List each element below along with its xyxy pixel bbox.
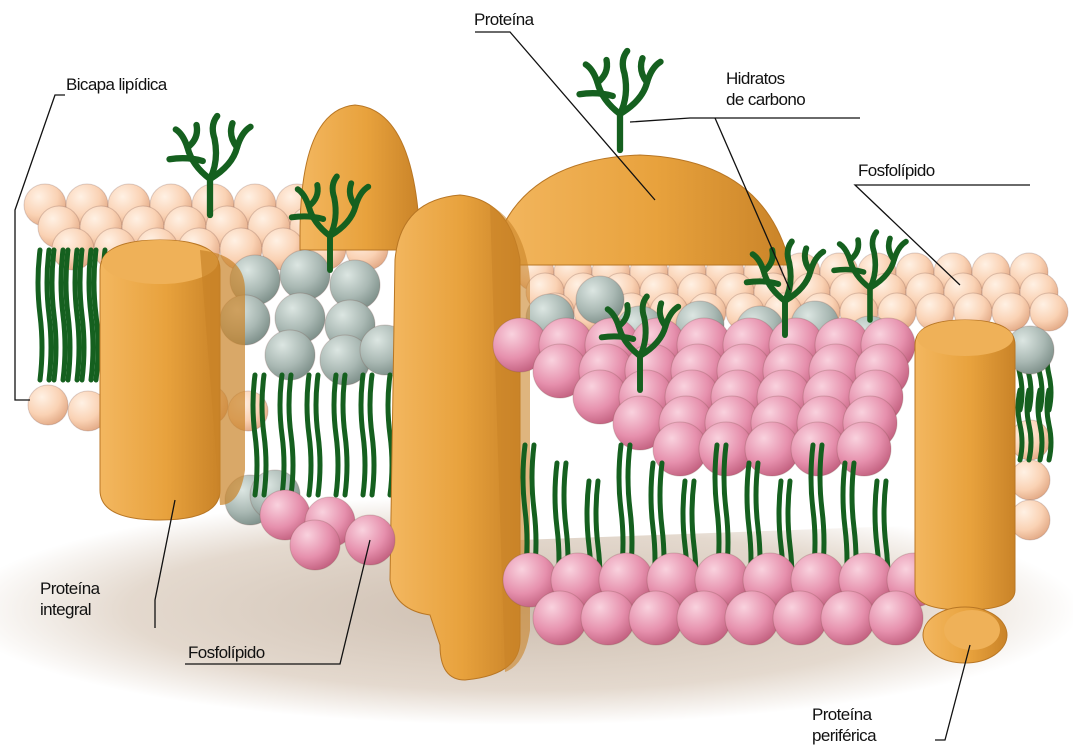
label-proteina-top: Proteína bbox=[474, 9, 533, 30]
phospholipid-head-pink bbox=[677, 591, 731, 645]
label-proteina-periferica-line2: periférica bbox=[812, 725, 876, 746]
phospholipid-head-peach bbox=[1010, 460, 1050, 500]
carbohydrate-strand bbox=[747, 281, 778, 284]
carbohydrate-strand bbox=[834, 270, 864, 273]
carbohydrate-strand bbox=[641, 58, 647, 82]
protein-peripheral bbox=[923, 607, 1007, 663]
label-fosfolipido-right: Fosfolípido bbox=[858, 160, 935, 181]
carbohydrate-strand bbox=[620, 51, 627, 114]
carbohydrate-strand bbox=[188, 125, 198, 148]
phospholipid-head-pink bbox=[869, 591, 923, 645]
protein-integral-left bbox=[100, 240, 245, 520]
label-hidratos-line1: Hidratos bbox=[726, 68, 805, 89]
label-proteina-integral-line2: integral bbox=[40, 599, 99, 620]
phospholipid-head-pink bbox=[725, 591, 779, 645]
phospholipid-head-peach bbox=[1030, 293, 1068, 331]
phospholipid-head-pink bbox=[581, 591, 635, 645]
phospholipid-head-peach bbox=[28, 385, 68, 425]
phospholipid-head-pink bbox=[629, 591, 683, 645]
label-proteina-periferica: Proteína periférica bbox=[812, 704, 876, 746]
phospholipid-head-pink bbox=[533, 591, 587, 645]
carbohydrate-strand bbox=[598, 60, 608, 83]
carbohydrate-strand bbox=[850, 240, 858, 260]
label-bicapa-lipidica: Bicapa lipídica bbox=[66, 74, 167, 95]
carbohydrate-strand bbox=[231, 123, 237, 147]
phospholipid-head-pink bbox=[821, 591, 875, 645]
carbohydrate-strand bbox=[292, 216, 323, 219]
label-proteina-integral: Proteína integral bbox=[40, 578, 99, 620]
protein-integral-right bbox=[915, 320, 1015, 610]
carbohydrate-strand bbox=[580, 93, 613, 96]
protein-integral-center bbox=[390, 195, 530, 680]
carbohydrate-strand bbox=[889, 238, 894, 260]
phospholipid-head-pink bbox=[290, 520, 340, 570]
carbohydrate-chain bbox=[580, 51, 661, 150]
phospholipid-head-peach bbox=[1010, 500, 1050, 540]
label-hidratos-line2: de carbono bbox=[726, 89, 805, 110]
phospholipid-head-gray bbox=[265, 330, 315, 380]
label-hidratos-de-carbono: Hidratos de carbono bbox=[726, 68, 805, 110]
leader-hidratos-a bbox=[630, 118, 860, 122]
label-proteina-integral-line1: Proteína bbox=[40, 578, 99, 599]
protein-large-dome bbox=[490, 155, 790, 265]
phospholipid-head-gray bbox=[280, 250, 330, 300]
carbohydrate-strand bbox=[170, 158, 203, 161]
label-proteina-periferica-line1: Proteína bbox=[812, 704, 876, 725]
phospholipid-head-pink bbox=[773, 591, 827, 645]
carbohydrate-strand bbox=[602, 336, 633, 339]
carbohydrate-strand bbox=[210, 116, 217, 179]
label-fosfolipido-bottom: Fosfolípido bbox=[188, 642, 265, 663]
